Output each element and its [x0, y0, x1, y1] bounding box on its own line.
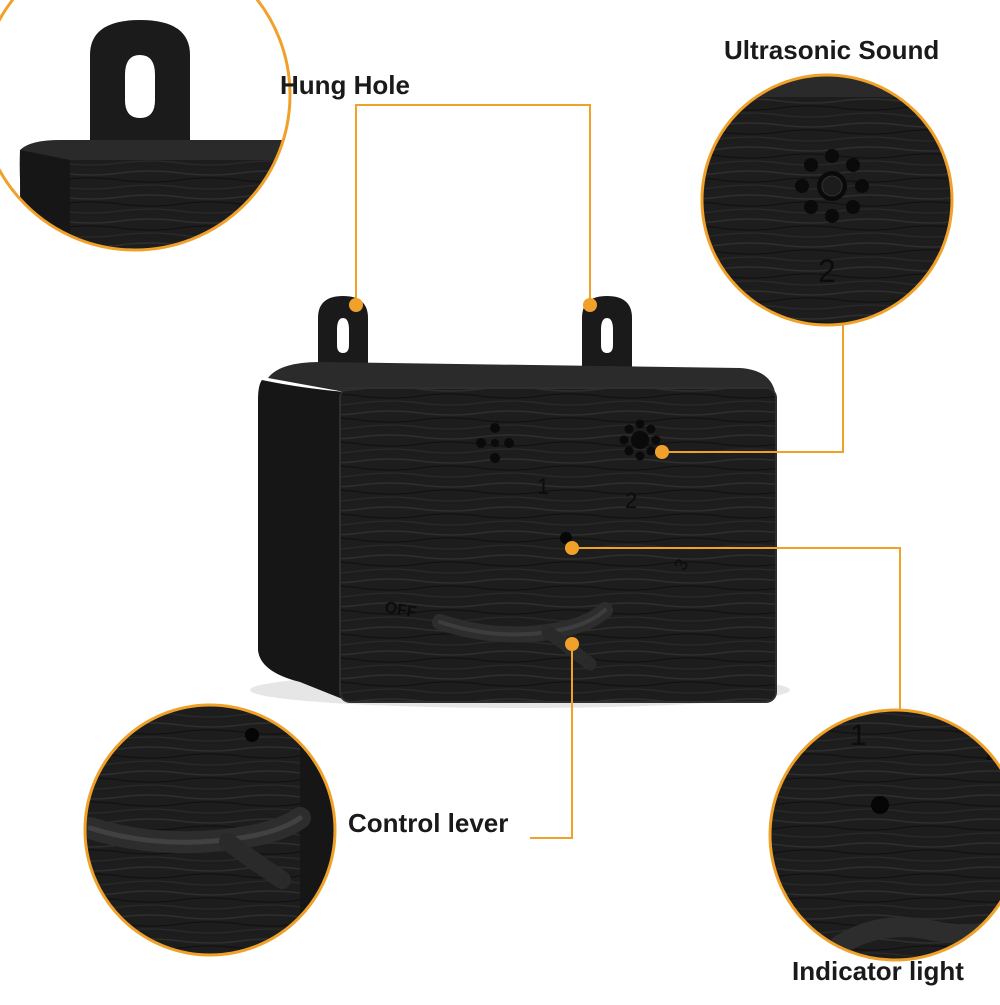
hung-hole-slot-left — [337, 318, 349, 353]
device-front — [340, 388, 776, 702]
zoom-circle-indicator-light: 1 2 — [768, 708, 1000, 962]
callout-label-ultrasonic-sound: Ultrasonic Sound — [724, 35, 940, 65]
mode-mark-off: OFF — [383, 599, 418, 621]
zoom-circle-ultrasonic-sound: 2 — [700, 73, 954, 327]
device-side — [258, 380, 345, 700]
callout-dot-hung-left — [349, 298, 363, 312]
callout-dot-ultrasonic — [655, 445, 669, 459]
callout-dot-lever — [565, 637, 579, 651]
mode-mark-1: 1 — [537, 474, 549, 499]
callout-dot-indicator — [565, 541, 579, 555]
mode-mark-2: 2 — [625, 488, 637, 513]
zoom-mode-mark-2: 2 — [818, 253, 836, 289]
device-main: 1 2 3 OFF — [250, 296, 790, 708]
speaker-holes-1 — [476, 423, 514, 463]
callout-lines — [355, 104, 901, 839]
zoom-circle-control-lever — [83, 703, 337, 957]
callout-label-indicator-light: Indicator light — [792, 956, 964, 986]
indicator-light-hole — [560, 532, 572, 544]
callout-dots — [349, 298, 669, 651]
callout-label-control-lever: Control lever — [348, 808, 509, 838]
zoom-mode-mark-1: 1 — [850, 719, 867, 752]
zoom-circle-hung-hole — [0, 0, 292, 252]
hung-hole-slot-right — [601, 318, 613, 353]
callout-label-hung-hole: Hung Hole — [280, 70, 410, 100]
device-top — [268, 362, 775, 392]
ultrasonic-speaker-2 — [619, 419, 661, 461]
callout-dot-hung-right — [583, 298, 597, 312]
